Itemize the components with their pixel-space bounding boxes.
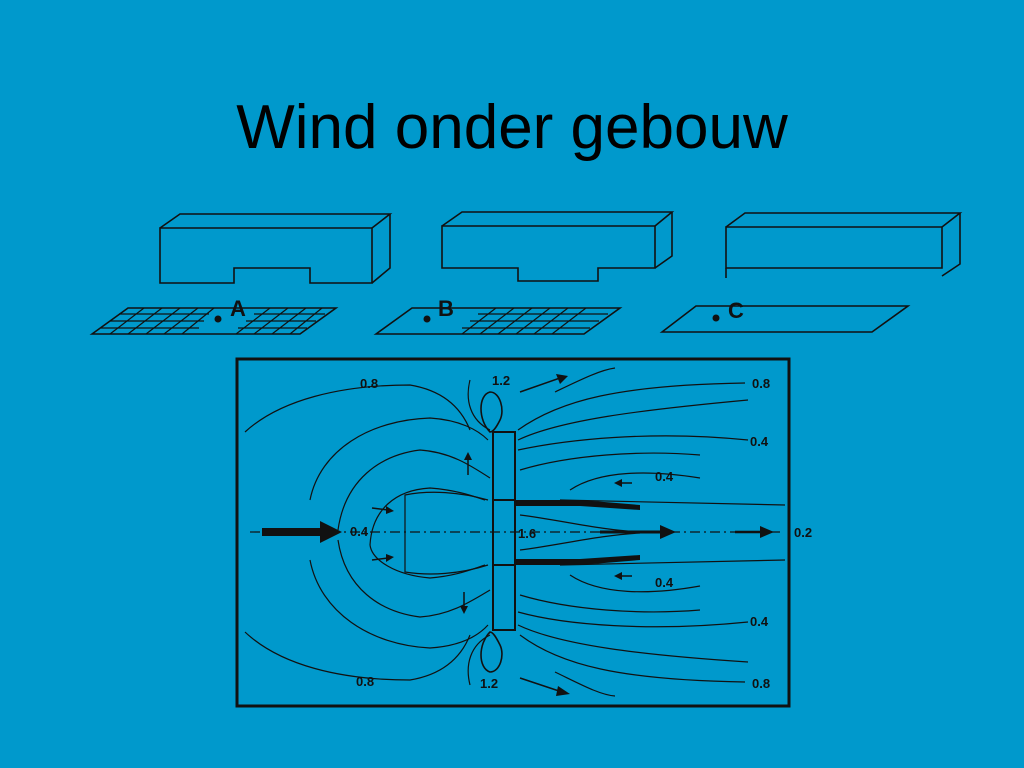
label-a: A (230, 296, 246, 321)
label-bottom-right: 0.8 (752, 676, 770, 691)
upwind-contours (244, 384, 491, 681)
ground-grid-a (89, 307, 339, 335)
label-bottom-center: 1.2 (480, 676, 498, 691)
incoming-wind-arrow (262, 521, 342, 543)
label-wake-lower: 0.4 (655, 575, 674, 590)
ground-grid-b (373, 307, 623, 335)
label-top-left: 0.8 (360, 376, 378, 391)
point-b-dot (423, 315, 431, 323)
label-b: B (438, 296, 454, 321)
building-a-drawing (159, 213, 393, 284)
label-upper-right: 0.4 (750, 434, 769, 449)
wake-contours (467, 367, 786, 697)
point-c-dot (712, 314, 720, 322)
flow-arrows (262, 374, 774, 696)
label-lower-right: 0.4 (750, 614, 769, 629)
ground-plane-c (659, 305, 911, 333)
label-outlet: 0.2 (794, 525, 812, 540)
label-passage: 1.6 (518, 526, 536, 541)
building-b-drawing (441, 211, 675, 282)
building-c-drawing (725, 212, 963, 278)
corner-vortices (480, 391, 503, 673)
label-wake-upper: 0.4 (655, 469, 674, 484)
label-bottom-left: 0.8 (356, 674, 374, 689)
slide-title: Wind onder gebouw (236, 93, 788, 162)
label-inlet: 0.4 (350, 524, 369, 539)
point-a-dot (214, 315, 222, 323)
label-top-right: 0.8 (752, 376, 770, 391)
label-c: C (728, 298, 744, 323)
label-top-center: 1.2 (492, 373, 510, 388)
building-plan (492, 431, 516, 631)
